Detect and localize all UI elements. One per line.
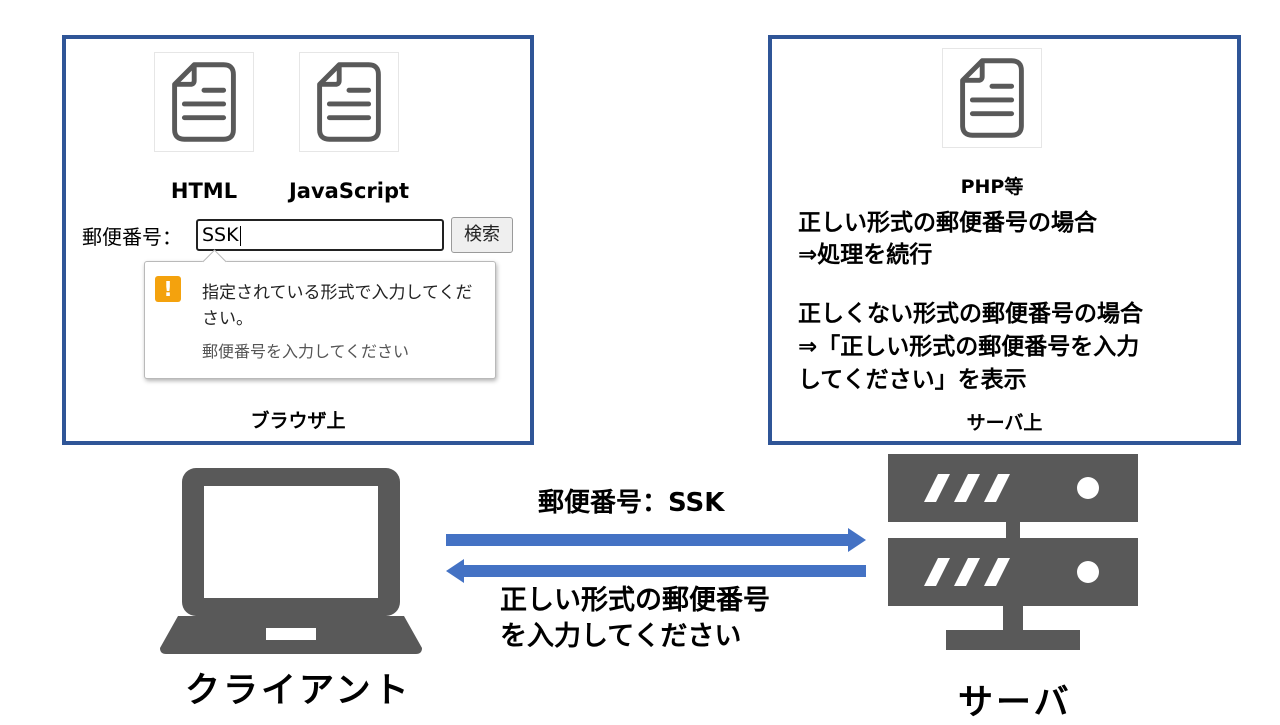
php-document-icon [942,48,1042,148]
tooltip-arrow [202,249,227,274]
zip-code-value: SSK [202,224,239,246]
javascript-label: JavaScript [288,179,410,203]
request-label: 郵便番号：SSK [538,488,725,518]
server-label: サーバ [958,683,1072,723]
zip-code-input[interactable]: SSK [196,219,444,251]
valid-case-line2: ⇒処理を続行 [798,242,933,268]
browser-panel: HTML JavaScript 郵便番号： SSK 検索 ! 指定されている形式… [62,35,534,445]
response-line2: を入力してください [500,621,742,652]
warning-icon: ! [155,276,181,302]
server-panel: PHP等 正しい形式の郵便番号の場合 ⇒処理を続行 正しくない形式の郵便番号の場… [768,35,1241,445]
document-icon [172,62,236,142]
tooltip-hint: 郵便番号を入力してください [202,342,410,361]
request-arrow [446,528,866,552]
document-icon [960,58,1024,138]
invalid-case-line2: ⇒「正しい形式の郵便番号を入力 [798,334,1140,360]
validation-tooltip: ! 指定されている形式で入力してください。 郵便番号を入力してください [144,249,496,379]
html-document-icon [154,52,254,152]
search-button[interactable]: 検索 [451,217,513,253]
browser-caption: ブラウザ上 [250,410,346,432]
server-icon [888,454,1138,650]
server-caption: サーバ上 [966,412,1043,434]
document-icon [317,62,381,142]
zip-code-label: 郵便番号： [82,225,182,249]
text-caret [239,225,241,246]
html-label: HTML [170,179,238,203]
php-label: PHP等 [960,176,1024,198]
valid-case-line1: 正しい形式の郵便番号の場合 [798,210,1097,236]
javascript-document-icon [299,52,399,152]
invalid-case-line1: 正しくない形式の郵便番号の場合 [798,301,1143,327]
response-line1: 正しい形式の郵便番号 [500,585,770,616]
tooltip-message: 指定されている形式で入力してください。 [202,283,473,329]
response-arrow [446,559,866,583]
client-label: クライアント [185,671,412,711]
invalid-case-line3: してください」を表示 [798,367,1027,393]
response-label: 正しい形式の郵便番号 を入力してください [500,583,770,655]
laptop-icon [160,468,422,654]
